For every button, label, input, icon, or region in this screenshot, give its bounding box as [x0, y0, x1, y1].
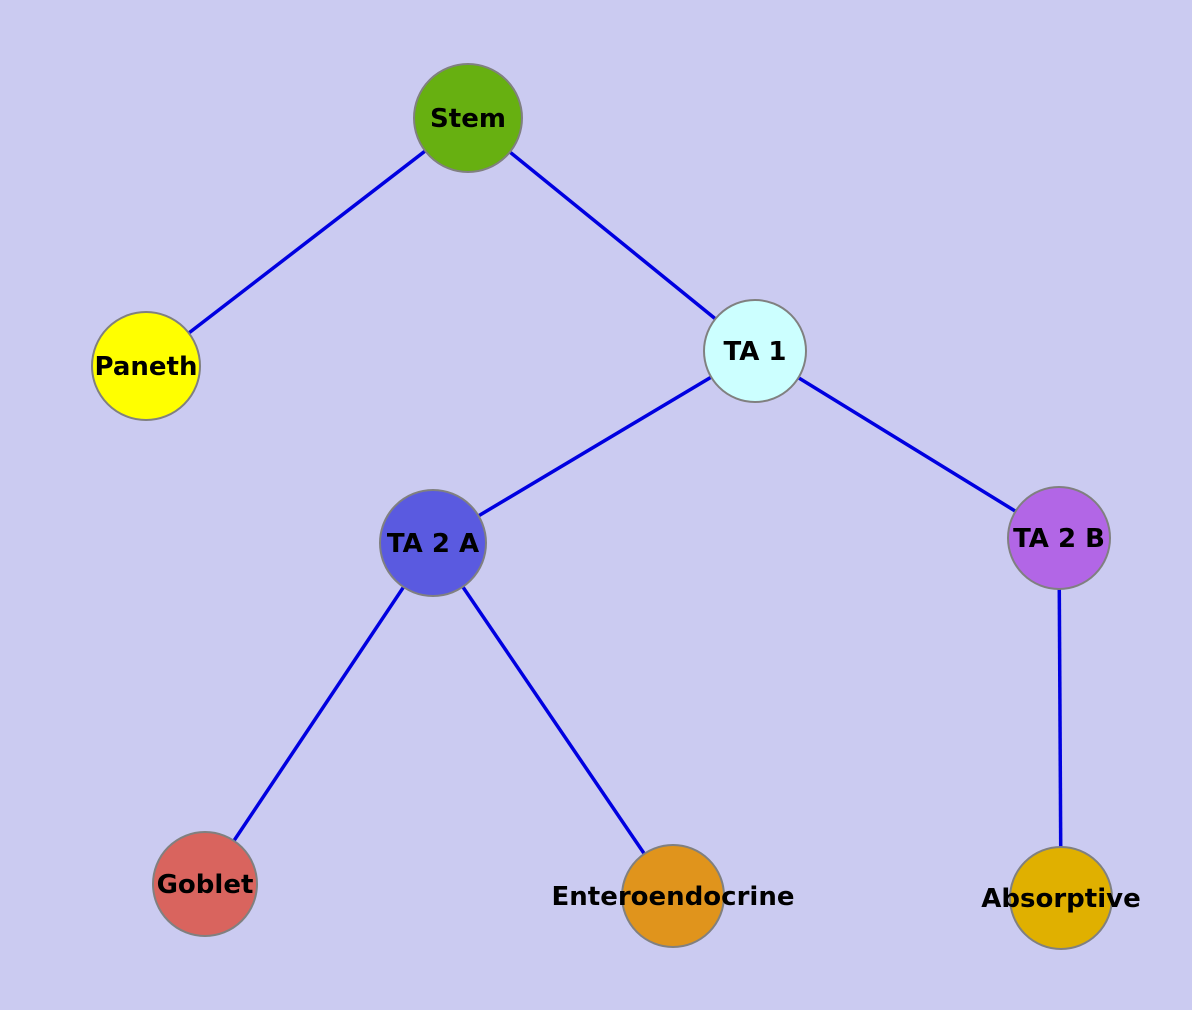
edge-stem-to-paneth: [144, 116, 470, 368]
node-circle-stem[interactable]: [413, 63, 523, 173]
node-goblet[interactable]: Goblet: [152, 831, 258, 937]
edge-stem-to-ta-1: [466, 116, 757, 353]
edge-ta-2-b-to-absorptive: [1057, 537, 1063, 899]
node-paneth[interactable]: Paneth: [91, 311, 201, 421]
node-circle-ta-1[interactable]: [703, 299, 807, 403]
node-circle-absorptive[interactable]: [1009, 846, 1113, 950]
edge-ta-2-a-to-enteroendocrine: [431, 542, 675, 897]
node-circle-paneth[interactable]: [91, 311, 201, 421]
edge-ta-1-to-ta-2-b: [754, 349, 1060, 540]
node-ta-2-a[interactable]: TA 2 A: [379, 489, 487, 597]
node-circle-ta-2-a[interactable]: [379, 489, 487, 597]
node-circle-goblet[interactable]: [152, 831, 258, 937]
node-ta-1[interactable]: TA 1: [703, 299, 807, 403]
node-ta-2-b[interactable]: TA 2 B: [1007, 486, 1111, 590]
edge-ta-1-to-ta-2-a: [432, 349, 756, 545]
node-stem[interactable]: Stem: [413, 63, 523, 173]
node-circle-ta-2-b[interactable]: [1007, 486, 1111, 590]
edge-ta-2-a-to-goblet: [203, 542, 435, 885]
node-circle-enteroendocrine[interactable]: [621, 844, 725, 948]
